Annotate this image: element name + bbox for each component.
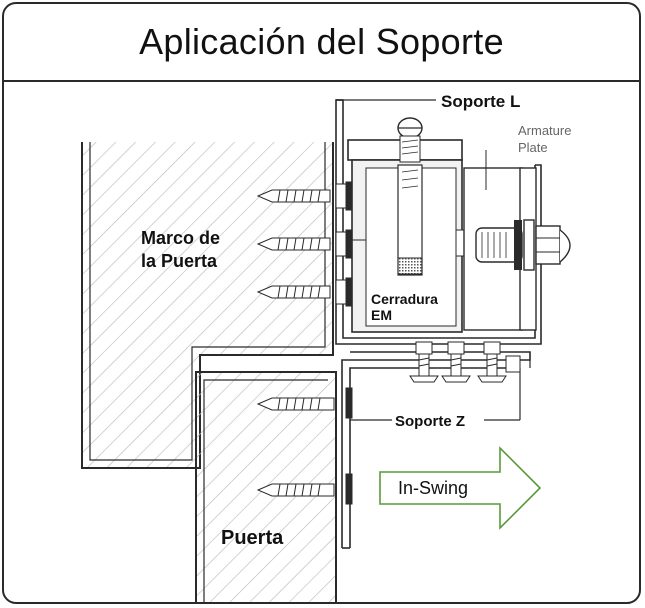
leader-lines <box>343 99 520 421</box>
bracket-screw-2 <box>441 341 471 383</box>
door-screws <box>256 387 353 505</box>
label-plate: Plate <box>518 140 548 155</box>
label-em: EM <box>371 307 392 323</box>
label-cerradura: Cerradura <box>371 291 438 307</box>
bracket-screw-3 <box>477 341 507 383</box>
in-swing-arrow <box>379 446 542 530</box>
label-soporte-z: Soporte Z <box>395 413 465 430</box>
label-marco: Marco de <box>141 228 220 248</box>
armature-bolt <box>475 219 571 271</box>
frame-screw-3 <box>256 277 353 307</box>
label-in-swing: In-Swing <box>398 478 468 498</box>
frame-screw-1 <box>256 181 353 211</box>
bracket-screws <box>409 341 521 383</box>
frame-screws <box>256 181 353 307</box>
door-screw-2 <box>256 473 353 505</box>
title-bar: Aplicación del Soporte <box>4 4 639 82</box>
em-lock <box>347 117 465 333</box>
label-la-puerta: la Puerta <box>141 251 218 271</box>
label-soporte-l: Soporte L <box>441 92 520 111</box>
bracket-screw-1 <box>409 341 439 383</box>
label-armature: Armature <box>518 123 571 138</box>
frame-screw-2 <box>256 229 353 259</box>
page-title: Aplicación del Soporte <box>139 21 504 62</box>
door-screw-1 <box>256 387 353 419</box>
label-puerta: Puerta <box>221 527 284 549</box>
